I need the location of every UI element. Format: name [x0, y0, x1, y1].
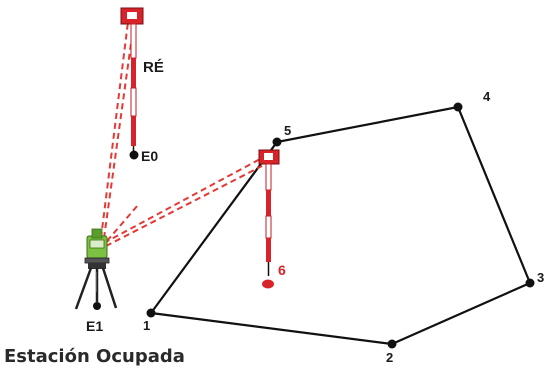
- point-2-marker: [387, 339, 397, 349]
- station-e1-label: E1: [86, 318, 103, 334]
- prism-window: [127, 12, 137, 19]
- rod-segment: [131, 116, 136, 146]
- traverse-polygon: [150, 105, 532, 346]
- point-1-label: 1: [143, 318, 150, 333]
- sight-line-point6-b: [105, 165, 263, 247]
- occupied-station-caption: Estación Ocupada: [4, 346, 185, 367]
- sight-line-backsight-a: [100, 21, 129, 239]
- station-e1-point: [93, 302, 101, 310]
- point-5-marker: [272, 137, 282, 147]
- point-4-label: 4: [483, 89, 491, 104]
- point-2-label: 2: [386, 350, 393, 365]
- point-3-marker: [525, 278, 535, 288]
- station-e0-point: [129, 150, 139, 160]
- sight-lines: [100, 21, 263, 247]
- total-station-icon: [74, 228, 118, 310]
- point-3-label: 3: [537, 270, 544, 285]
- point6-rod: [258, 149, 280, 276]
- point-1-marker: [146, 308, 156, 318]
- sight-line-short: [106, 204, 139, 242]
- rod-segment: [265, 163, 272, 191]
- rod-segment: [266, 190, 271, 216]
- backsight-rod: [120, 7, 144, 153]
- point-6-marker: [262, 279, 274, 289]
- point-5-label: 5: [284, 123, 291, 138]
- prism-window: [264, 153, 273, 160]
- station-e0-label: E0: [141, 148, 158, 164]
- point-6-label: 6: [278, 262, 286, 278]
- rod-segment: [130, 87, 137, 117]
- rod-segment: [130, 23, 137, 59]
- rod-segment: [131, 58, 136, 88]
- backsight-label: RÉ: [143, 59, 164, 76]
- point-4-marker: [453, 102, 463, 112]
- rod-segment: [265, 215, 272, 239]
- rod-segment: [266, 238, 271, 262]
- sight-line-backsight-b: [103, 21, 135, 239]
- sight-line-point6-a: [103, 157, 263, 244]
